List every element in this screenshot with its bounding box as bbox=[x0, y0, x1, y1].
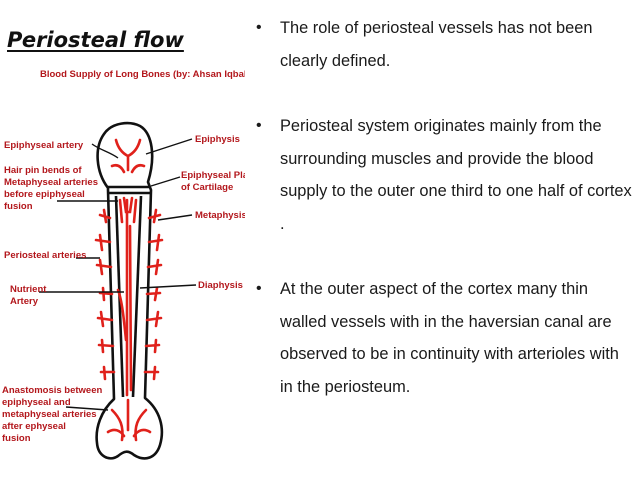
bone-blood-supply-diagram: Blood Supply of Long Bones (by: Ahsan Iq… bbox=[2, 69, 245, 460]
label-hair-pin-line3: before epiphyseal bbox=[4, 189, 85, 200]
label-anastomosis-line1: Anastomosis between bbox=[2, 385, 102, 396]
left-labels: Epiphyseal artery Hair pin bends of Meta… bbox=[2, 140, 102, 444]
bullet-item: The role of periosteal vessels has not b… bbox=[256, 12, 634, 77]
label-nutrient-line2: Artery bbox=[10, 296, 39, 307]
bullet-list: The role of periosteal vessels has not b… bbox=[256, 12, 634, 403]
label-nutrient-line1: Nutrient bbox=[10, 284, 47, 295]
label-epiphyseal-plate-line2: of Cartilage bbox=[181, 182, 233, 193]
arteries bbox=[94, 138, 164, 442]
label-hair-pin-line4: fusion bbox=[4, 201, 33, 212]
bullet-text: The role of periosteal vessels has not b… bbox=[280, 19, 593, 70]
label-anastomosis-line3: metaphyseal arteries bbox=[2, 409, 97, 420]
label-epiphyseal-artery: Epiphyseal artery bbox=[4, 140, 84, 151]
diagram-caption: Blood Supply of Long Bones (by: Ahsan Iq… bbox=[40, 69, 245, 80]
label-anastomosis-line2: epiphyseal and bbox=[2, 397, 71, 408]
label-epiphyseal-plate-line1: Epiphyseal Plate bbox=[181, 170, 245, 181]
label-epiphysis: Epiphysis bbox=[195, 134, 240, 145]
label-anastomosis-line4: after ephyseal bbox=[2, 421, 66, 432]
label-anastomosis-line5: fusion bbox=[2, 433, 31, 444]
label-hair-pin-line1: Hair pin bends of bbox=[4, 165, 82, 176]
label-hair-pin-line2: Metaphyseal arteries bbox=[4, 177, 98, 188]
label-periosteal-arteries: Periosteal arteries bbox=[4, 250, 86, 261]
label-metaphysis: Metaphysis bbox=[195, 210, 245, 221]
bullet-item: Periosteal system originates mainly from… bbox=[256, 110, 634, 240]
bullet-item: At the outer aspect of the cortex many t… bbox=[256, 273, 634, 403]
label-diaphysis: Diaphysis bbox=[198, 280, 243, 291]
bullet-text: Periosteal system originates mainly from… bbox=[280, 117, 632, 233]
bullet-text: At the outer aspect of the cortex many t… bbox=[280, 280, 619, 396]
right-labels: Epiphysis Epiphyseal Plate of Cartilage … bbox=[181, 134, 245, 291]
slide-title: Periosteal flow bbox=[7, 28, 184, 52]
leader-lines bbox=[39, 138, 197, 411]
